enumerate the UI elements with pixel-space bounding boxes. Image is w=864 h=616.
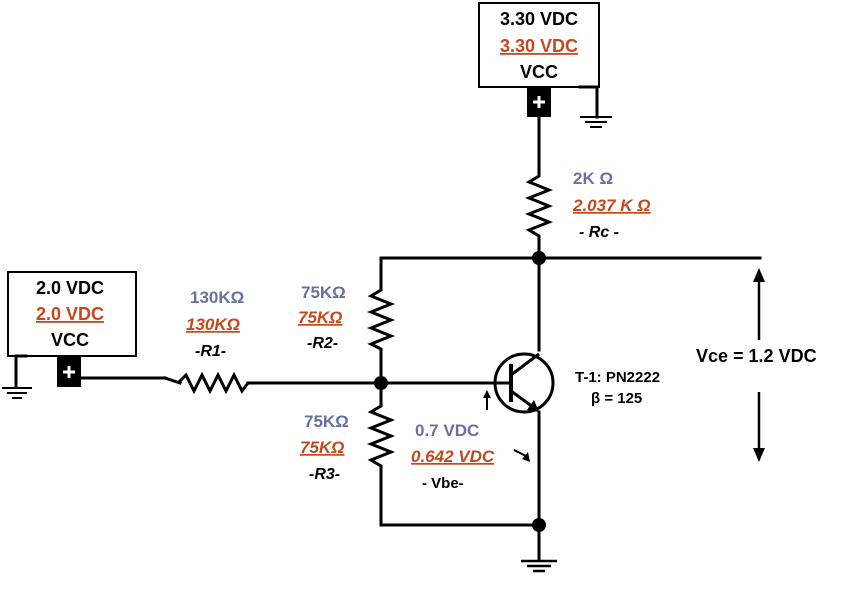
- r3-measured: 75KΩ: [300, 438, 344, 457]
- vbe-labels: 0.7 VDC 0.642 VDC - Vbe-: [411, 421, 495, 492]
- collector-node: [532, 251, 546, 265]
- left-supply-measured: 2.0 VDC: [36, 304, 104, 324]
- vbe-name: - Vbe-: [422, 475, 464, 492]
- r1-name: -R1-: [195, 343, 226, 360]
- rc-labels: 2K Ω 2.037 K Ω - Rc -: [572, 169, 651, 241]
- transistor-labels: T-1: PN2222 β = 125: [575, 369, 660, 407]
- plus-icon: [63, 366, 75, 378]
- r1-measured: 130KΩ: [186, 315, 240, 334]
- vce-arrow-icon: [753, 268, 765, 462]
- rc-name: - Rc -: [579, 224, 619, 241]
- rc-resistor: [524, 170, 554, 243]
- emitter-node: [532, 518, 546, 532]
- vbe-arrow-icon: [483, 390, 530, 462]
- left-supply: 2.0 VDC 2.0 VDC VCC: [2, 271, 137, 399]
- r1-resistor: [176, 371, 250, 395]
- left-supply-voltage: 2.0 VDC: [36, 278, 104, 298]
- r3-labels: 75KΩ 75KΩ -R3-: [300, 412, 349, 483]
- wiring: [79, 115, 762, 562]
- top-supply: 3.30 VDC 3.30 VDC VCC: [478, 2, 612, 128]
- base-node: [374, 376, 388, 390]
- r2-resistor: [366, 285, 396, 355]
- ground-icon: [521, 559, 557, 573]
- r1-nominal: 130KΩ: [190, 288, 244, 307]
- plus-icon: [533, 96, 545, 108]
- transistor-part: T-1: PN2222: [575, 369, 660, 386]
- transistor-beta: β = 125: [591, 390, 642, 407]
- ground-icon: [2, 387, 32, 399]
- r3-nominal: 75KΩ: [304, 412, 349, 431]
- top-supply-box: [478, 2, 600, 88]
- r2-labels: 75KΩ 75KΩ -R2-: [298, 283, 346, 352]
- r1-labels: 130KΩ 130KΩ -R1-: [186, 288, 244, 360]
- npn-transistor-icon: [493, 352, 555, 414]
- r2-nominal: 75KΩ: [301, 283, 346, 302]
- top-supply-vcc: VCC: [520, 62, 558, 82]
- r2-measured: 75KΩ: [298, 308, 342, 327]
- top-supply-measured: 3.30 VDC: [500, 36, 578, 56]
- r2-name: -R2-: [307, 335, 338, 352]
- top-supply-voltage: 3.30 VDC: [500, 9, 578, 29]
- left-supply-box: [7, 271, 137, 357]
- left-supply-vcc: VCC: [51, 330, 89, 350]
- vbe-measured: 0.642 VDC: [411, 447, 495, 466]
- vbe-nominal: 0.7 VDC: [415, 421, 479, 440]
- rc-nominal: 2K Ω: [573, 169, 613, 188]
- r3-resistor: [366, 400, 396, 472]
- rc-measured: 2.037 K Ω: [572, 196, 651, 215]
- ground-icon: [580, 116, 612, 128]
- r3-name: -R3-: [309, 466, 340, 483]
- vce-label: Vce = 1.2 VDC: [696, 346, 817, 366]
